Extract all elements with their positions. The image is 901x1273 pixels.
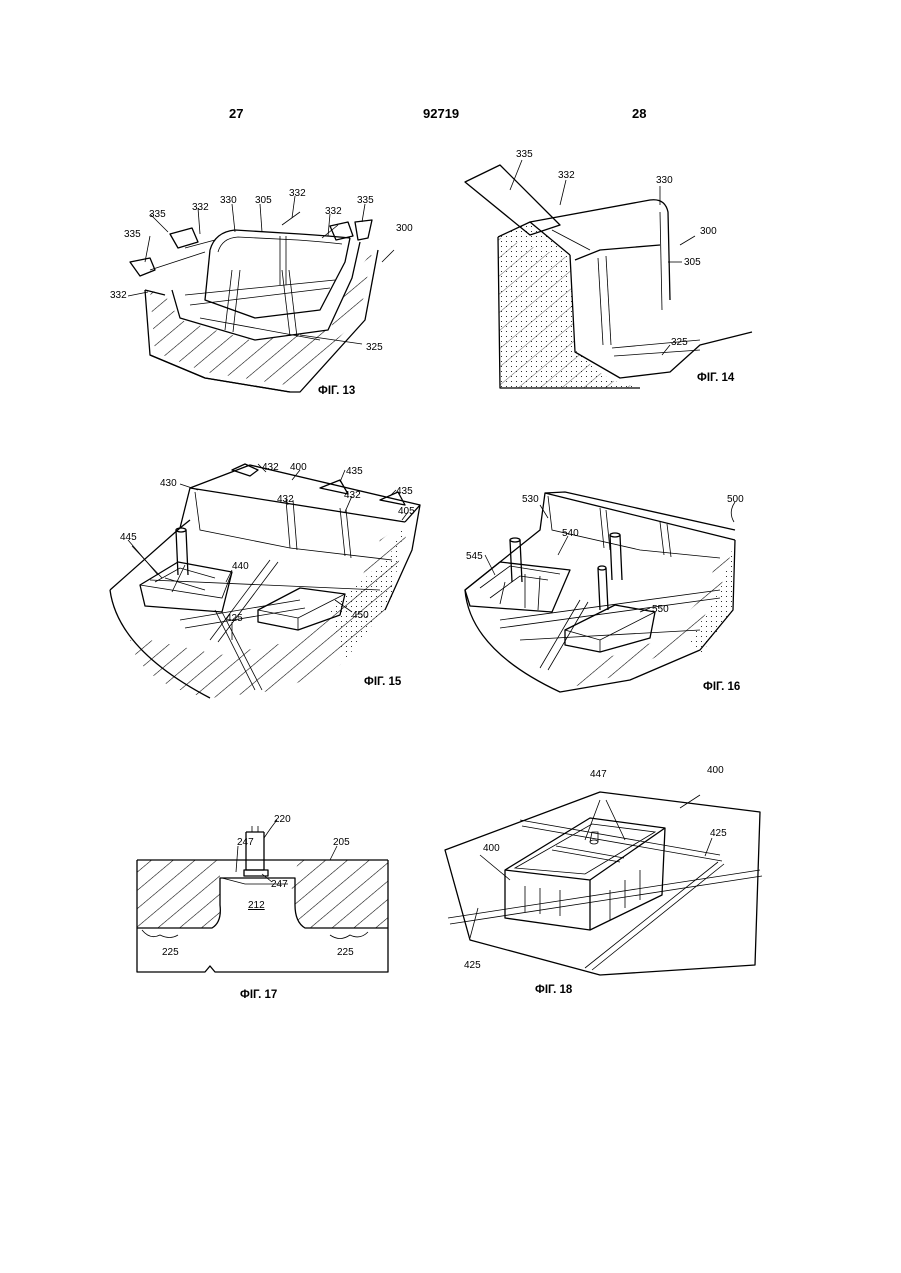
label-335-a: 335 bbox=[149, 209, 166, 220]
label-545: 545 bbox=[466, 551, 483, 562]
label-400: 400 bbox=[290, 462, 307, 473]
label-432-a: 432 bbox=[262, 462, 279, 473]
label-550: 550 bbox=[652, 604, 669, 615]
label-205: 205 bbox=[333, 837, 350, 848]
label-400-a: 400 bbox=[707, 765, 724, 776]
label-305: 305 bbox=[684, 257, 701, 268]
label-432-c: 432 bbox=[344, 490, 361, 501]
label-225-b: 225 bbox=[337, 947, 354, 958]
label-335-b: 335 bbox=[357, 195, 374, 206]
label-450: 450 bbox=[352, 610, 369, 621]
figure-13: 335 332 330 305 332 332 335 335 332 300 … bbox=[110, 188, 413, 397]
figure-18: 400 447 425 400 425 ФІГ. 18 bbox=[445, 765, 762, 996]
label-332: 332 bbox=[558, 170, 575, 181]
label-247-b: 247 bbox=[271, 879, 288, 890]
caption-fig-15: ФІГ. 15 bbox=[364, 676, 402, 688]
label-332-a: 332 bbox=[192, 202, 209, 213]
label-305: 305 bbox=[255, 195, 272, 206]
label-225-a: 225 bbox=[162, 947, 179, 958]
label-400-b: 400 bbox=[483, 843, 500, 854]
label-335-c: 335 bbox=[124, 229, 141, 240]
label-325: 325 bbox=[671, 337, 688, 348]
label-540: 540 bbox=[562, 528, 579, 539]
caption-fig-17: ФІГ. 17 bbox=[240, 989, 277, 1001]
label-335: 335 bbox=[516, 149, 533, 160]
label-330: 330 bbox=[220, 195, 237, 206]
caption-fig-13: ФІГ. 13 bbox=[318, 385, 355, 397]
label-447: 447 bbox=[590, 769, 607, 780]
label-300: 300 bbox=[396, 223, 413, 234]
caption-fig-16: ФІГ. 16 bbox=[703, 681, 740, 693]
figure-14: 335 332 330 300 305 325 ФІГ. 14 bbox=[465, 149, 752, 388]
label-435-a: 435 bbox=[346, 466, 363, 477]
label-435-b: 435 bbox=[396, 486, 413, 497]
label-440: 440 bbox=[232, 561, 249, 572]
label-220: 220 bbox=[274, 814, 291, 825]
label-247-a: 247 bbox=[237, 837, 254, 848]
label-212: 212 bbox=[248, 900, 265, 911]
label-500: 500 bbox=[727, 494, 744, 505]
label-445: 445 bbox=[120, 532, 137, 543]
label-300: 300 bbox=[700, 226, 717, 237]
caption-fig-14: ФІГ. 14 bbox=[697, 372, 735, 384]
label-425-a: 425 bbox=[710, 828, 727, 839]
caption-fig-18: ФІГ. 18 bbox=[535, 984, 573, 996]
label-332-d: 332 bbox=[110, 290, 127, 301]
label-425-b: 425 bbox=[464, 960, 481, 971]
label-425: 425 bbox=[226, 613, 243, 624]
label-330: 330 bbox=[656, 175, 673, 186]
label-325: 325 bbox=[366, 342, 383, 353]
label-405: 405 bbox=[398, 506, 415, 517]
label-432-b: 432 bbox=[277, 494, 294, 505]
figure-16: 530 500 545 540 550 ФІГ. 16 bbox=[465, 492, 744, 693]
figure-15: 432 400 435 430 432 432 435 405 445 440 … bbox=[110, 462, 420, 698]
label-530: 530 bbox=[522, 494, 539, 505]
figure-17: 220 247 205 247 212 225 225 ФІГ. 17 bbox=[137, 814, 388, 1001]
label-430: 430 bbox=[160, 478, 177, 489]
label-332-c: 332 bbox=[325, 206, 342, 217]
label-332-b: 332 bbox=[289, 188, 306, 199]
